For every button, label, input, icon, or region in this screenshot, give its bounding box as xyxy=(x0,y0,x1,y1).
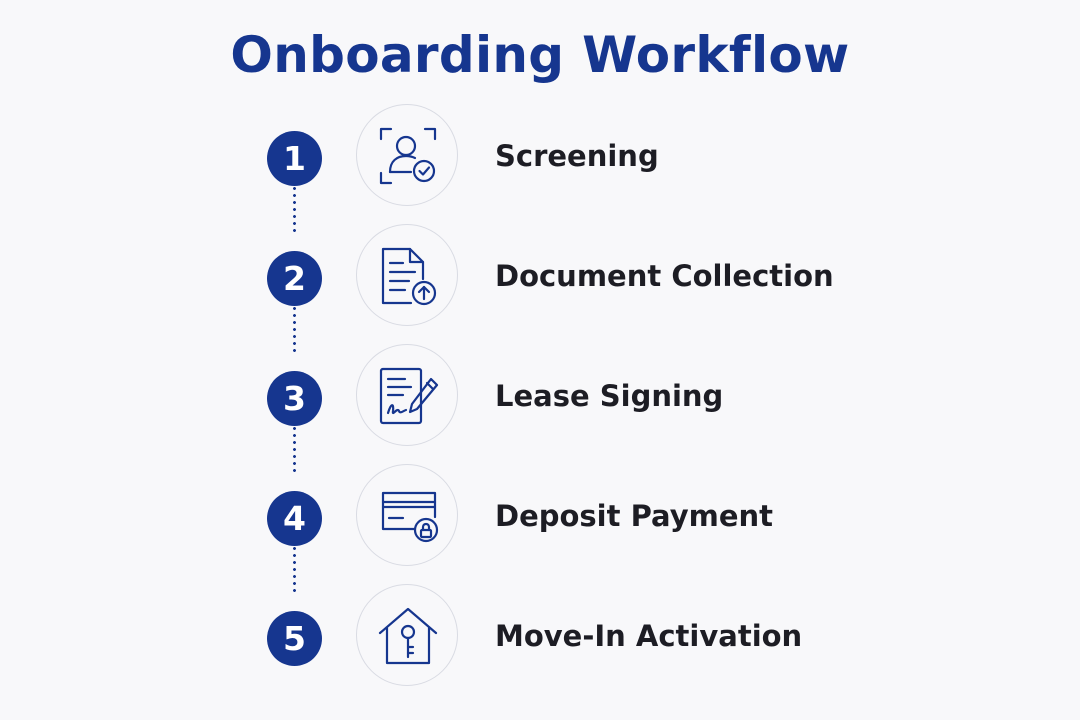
step-label: Document Collection xyxy=(495,259,834,293)
step-connector xyxy=(293,185,296,235)
document-upload-icon xyxy=(381,247,437,306)
workflow-step: 4 Deposit Payment xyxy=(0,464,1080,568)
step-number-badge: 4 xyxy=(267,491,322,546)
step-number-badge: 5 xyxy=(267,611,322,666)
house-key-icon xyxy=(378,607,438,665)
step-label: Lease Signing xyxy=(495,379,724,413)
workflow-step: 5 Move-In Activation xyxy=(0,584,1080,688)
step-connector xyxy=(293,425,296,475)
workflow-step: 2 Document Collection xyxy=(0,224,1080,328)
step-number-badge: 1 xyxy=(267,131,322,186)
step-icon-circle xyxy=(356,224,458,326)
step-label: Deposit Payment xyxy=(495,499,774,533)
document-sign-icon xyxy=(379,367,439,425)
workflow-step: 3 Lease Signing xyxy=(0,344,1080,448)
step-number-badge: 3 xyxy=(267,371,322,426)
credit-card-lock-icon xyxy=(381,491,439,543)
step-icon-circle xyxy=(356,584,458,686)
step-label: Move-In Activation xyxy=(495,619,803,653)
step-number-badge: 2 xyxy=(267,251,322,306)
step-icon-circle xyxy=(356,464,458,566)
page-title: Onboarding Workflow xyxy=(230,26,850,84)
step-connector xyxy=(293,305,296,355)
user-verify-icon xyxy=(379,127,437,185)
step-label: Screening xyxy=(495,139,659,173)
step-icon-circle xyxy=(356,344,458,446)
workflow-step: 1 Screening xyxy=(0,104,1080,208)
step-connector xyxy=(293,545,296,595)
step-icon-circle xyxy=(356,104,458,206)
